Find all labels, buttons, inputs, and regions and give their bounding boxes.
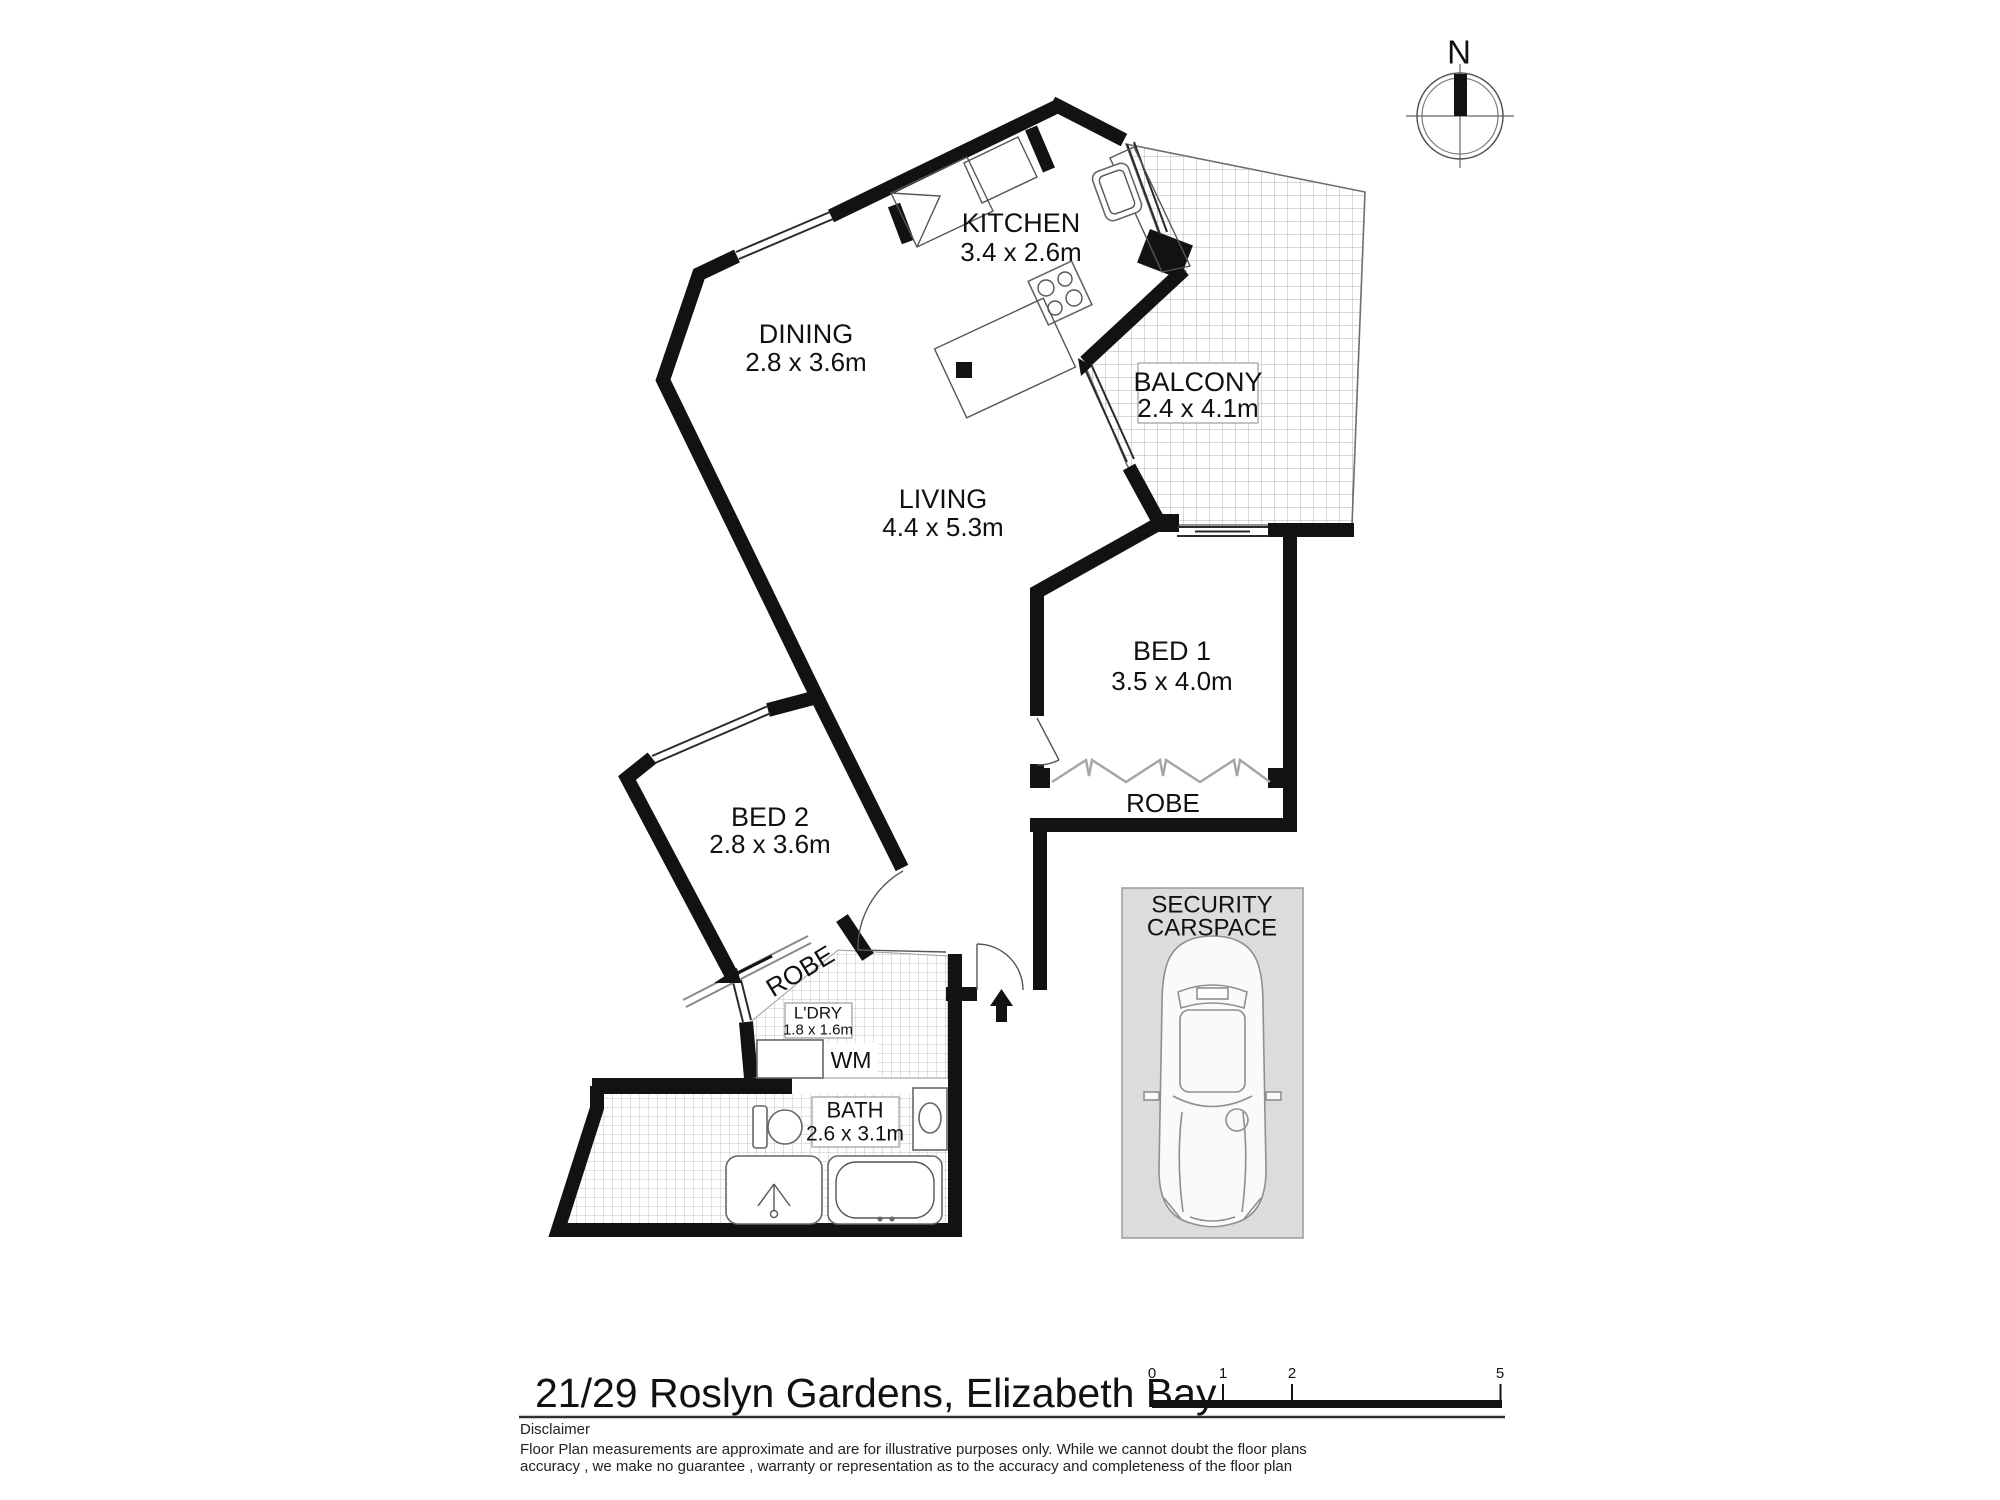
disclaimer-line1: Floor Plan measurements are approximate … bbox=[520, 1441, 1307, 1458]
bathtub bbox=[827, 1155, 943, 1225]
slider-direction-arrow-icon bbox=[1078, 358, 1092, 376]
balcony-label-box bbox=[1137, 362, 1259, 424]
wm-label-box bbox=[824, 1043, 878, 1077]
robe-symbols bbox=[682, 757, 1271, 1008]
bed1-dims: 3.5 x 4.0m bbox=[1111, 666, 1232, 696]
cabinet bbox=[963, 136, 1038, 204]
ldry-label-box bbox=[784, 1002, 853, 1039]
bed1-door bbox=[1036, 717, 1060, 766]
scale-tick-1: 1 bbox=[1219, 1365, 1227, 1382]
laundry-label: L'DRY bbox=[794, 1004, 842, 1023]
disclaimer-heading: Disclaimer bbox=[520, 1421, 590, 1438]
bath-label: BATH bbox=[826, 1098, 883, 1123]
robe-direction-arrow-icon bbox=[714, 968, 741, 983]
bathroom-fixtures bbox=[725, 1039, 948, 1225]
scale-tick-2: 2 bbox=[1288, 1365, 1296, 1382]
kitchen-label: KITCHEN bbox=[962, 208, 1081, 238]
kitchen-fixtures bbox=[890, 136, 1192, 419]
sliding-doors bbox=[1078, 358, 1268, 537]
footer: 21/29 Roslyn Gardens, Elizabeth Bay 0 1 … bbox=[519, 1365, 1505, 1475]
bed2-label: BED 2 bbox=[731, 802, 809, 832]
dining-dims: 2.8 x 3.6m bbox=[745, 347, 866, 377]
disclaimer: Disclaimer Floor Plan measurements are a… bbox=[520, 1421, 1307, 1475]
page-title: 21/29 Roslyn Gardens, Elizabeth Bay bbox=[535, 1370, 1217, 1416]
bath-dims: 2.6 x 3.1m bbox=[806, 1123, 904, 1146]
bed1-robe-label: ROBE bbox=[1126, 788, 1200, 818]
bed2-dims: 2.8 x 3.6m bbox=[709, 829, 830, 859]
balcony-label: BALCONY bbox=[1133, 367, 1262, 397]
bed1-label: BED 1 bbox=[1133, 636, 1211, 666]
bed1-balcony-slider bbox=[1177, 526, 1268, 537]
doors bbox=[857, 717, 1060, 991]
bench-stub bbox=[956, 362, 972, 378]
living-label: LIVING bbox=[899, 484, 988, 514]
windows bbox=[651, 141, 1168, 1023]
scale-bar: 0 1 2 5 bbox=[1148, 1365, 1504, 1408]
carspace-label-line1: SECURITY bbox=[1151, 892, 1272, 919]
disclaimer-line2: accuracy , we make no guarantee , warran… bbox=[520, 1458, 1292, 1475]
car-icon bbox=[1143, 935, 1282, 1228]
shower bbox=[725, 1155, 823, 1225]
toilet bbox=[752, 1105, 803, 1149]
entry-door bbox=[976, 943, 1024, 991]
living-balcony-slider bbox=[1083, 363, 1135, 463]
laundry-dims: 1.8 x 1.6m bbox=[783, 1022, 853, 1039]
north-label: N bbox=[1447, 34, 1471, 71]
bed2-door bbox=[857, 870, 947, 953]
kitchen-sink bbox=[1091, 162, 1143, 222]
kitchen-dims: 3.4 x 2.6m bbox=[960, 237, 1081, 267]
entry-arrow-icon bbox=[990, 989, 1013, 1022]
washing-machine-label: WM bbox=[831, 1047, 872, 1073]
security-carspace bbox=[1121, 887, 1304, 1239]
vanity-basin bbox=[912, 1087, 948, 1151]
bath-label-box bbox=[811, 1096, 900, 1148]
living-dims: 4.4 x 5.3m bbox=[882, 512, 1003, 542]
dining-label: DINING bbox=[759, 319, 854, 349]
kitchen-bench bbox=[933, 297, 1077, 419]
bed1-robe-rail bbox=[1051, 757, 1271, 784]
scale-tick-5: 5 bbox=[1496, 1365, 1504, 1382]
kitchen-counter bbox=[1109, 146, 1192, 273]
washing-machine bbox=[756, 1039, 824, 1079]
north-compass: N bbox=[1406, 34, 1514, 168]
stove bbox=[1027, 260, 1093, 326]
bed2-robe-shelf bbox=[682, 935, 812, 1008]
balcony-dims: 2.4 x 4.1m bbox=[1137, 393, 1258, 423]
scale-tick-0: 0 bbox=[1148, 1365, 1156, 1382]
carspace-label-line2: CARSPACE bbox=[1147, 915, 1277, 942]
north-needle-icon bbox=[1454, 74, 1467, 116]
